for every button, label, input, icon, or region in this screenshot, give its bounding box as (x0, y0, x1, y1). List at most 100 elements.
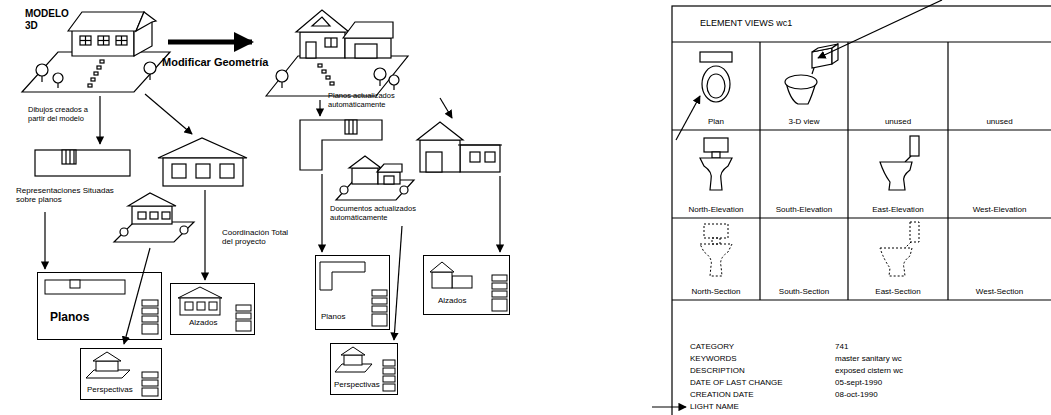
house-model (330, 38, 331, 47)
drawing-sheet: Alzados (170, 283, 255, 335)
plan-drawing (35, 150, 130, 176)
house-model (306, 42, 316, 58)
flow-arrow (499, 176, 500, 252)
drawing-sheet: Planos (315, 255, 390, 330)
perspective-drawing (378, 172, 400, 184)
table-grid (672, 6, 1051, 415)
field-value: exposed cistern wc (835, 366, 985, 375)
house-model (116, 36, 127, 45)
table-title: ELEMENT VIEWS wc1 (700, 18, 860, 28)
toilet-3d (812, 68, 814, 74)
sheet-title: Alzados (438, 297, 466, 306)
house-model (266, 56, 408, 96)
house-model (312, 17, 330, 26)
perspective-drawing (114, 222, 194, 242)
toilet-elevation (910, 136, 919, 156)
sheet-content (452, 276, 472, 288)
elevation-drawing (172, 164, 186, 178)
perspective-drawing (162, 212, 170, 219)
perspective-drawing (352, 168, 378, 184)
house-model (325, 38, 337, 47)
sheet-content (236, 313, 251, 319)
sheet-content (142, 380, 158, 386)
perspective-drawing (150, 212, 158, 219)
house-model (116, 40, 127, 41)
plan-drawing (69, 150, 70, 164)
house-model (136, 12, 156, 31)
field-value: master sanitary wc (835, 354, 985, 363)
sheet-content (142, 388, 158, 396)
house-model (379, 80, 380, 86)
toilet-elevation (700, 158, 732, 190)
elevation-drawing (196, 164, 210, 178)
elevation-drawing (470, 152, 480, 162)
elevation-drawing (417, 122, 502, 172)
view-name: North-Section (674, 287, 758, 296)
house-model (276, 70, 288, 82)
house-model (80, 40, 91, 41)
toilet-plan (700, 52, 732, 102)
drawing-sheet: Planos (37, 272, 162, 340)
toilet-elevation (712, 152, 720, 158)
table-grid (672, 6, 1051, 415)
toilet-plan (707, 74, 725, 98)
perspective-drawing (138, 212, 146, 219)
sheet-content (492, 283, 507, 289)
flow-arrow (44, 212, 45, 269)
sheet-content (320, 262, 365, 290)
perspective-drawing (132, 206, 172, 224)
sheet-content (383, 368, 395, 374)
house-model (322, 70, 326, 73)
house-model (57, 83, 58, 88)
sheet-content (383, 360, 395, 366)
flow-arrow (45, 94, 500, 344)
perspective-drawing (349, 156, 381, 168)
toilet-elevation (905, 156, 911, 162)
house-model (144, 62, 156, 74)
drawing-sheet: Perspectivas (80, 348, 162, 400)
toilet-section (910, 222, 919, 242)
field-name: CATEGORY (690, 342, 830, 351)
view-name: South-Section (762, 287, 846, 296)
house-model (36, 64, 48, 76)
table-grid (672, 129, 1051, 130)
sheet-content (142, 324, 158, 334)
view-name: unused (950, 117, 1049, 126)
view-name: Plan (674, 117, 758, 126)
table-grid (672, 299, 1051, 300)
toilet-3d (832, 44, 838, 64)
sheet-content (492, 299, 507, 311)
house-model (97, 66, 101, 69)
elevation-drawing (158, 138, 247, 186)
field-value: 08-oct-1990 (835, 390, 985, 399)
toilet-elevation (880, 162, 912, 190)
view-name: West-Section (950, 287, 1049, 296)
toilet-elevation (700, 136, 919, 190)
plan-drawing (345, 120, 357, 134)
perspective-drawing (180, 226, 188, 234)
house-model (98, 40, 109, 41)
house-model (266, 10, 408, 96)
view-name: South-Elevation (762, 205, 846, 214)
perspective-drawing (114, 193, 194, 242)
table-grid (672, 217, 1051, 218)
sheet-content (197, 302, 205, 310)
house-model (345, 38, 391, 58)
perspective-drawing (384, 176, 394, 184)
toilet-section (905, 242, 911, 248)
flow-arrow (204, 190, 205, 280)
house-model (389, 75, 399, 85)
note-label: Representaciones Situadas sobre planos (16, 186, 120, 204)
sheet-content (180, 298, 220, 315)
perspective-drawing (377, 164, 402, 172)
plan-drawing (62, 150, 76, 164)
view-name: North-Elevation (674, 205, 758, 214)
sheet-content (372, 290, 387, 296)
toilet-plan (700, 52, 732, 62)
house-model (53, 73, 63, 83)
field-name: DESCRIPTION (690, 366, 830, 375)
field-name: LIGHT NAME (690, 402, 830, 411)
sheet-content (93, 352, 121, 361)
house-model (68, 12, 144, 31)
